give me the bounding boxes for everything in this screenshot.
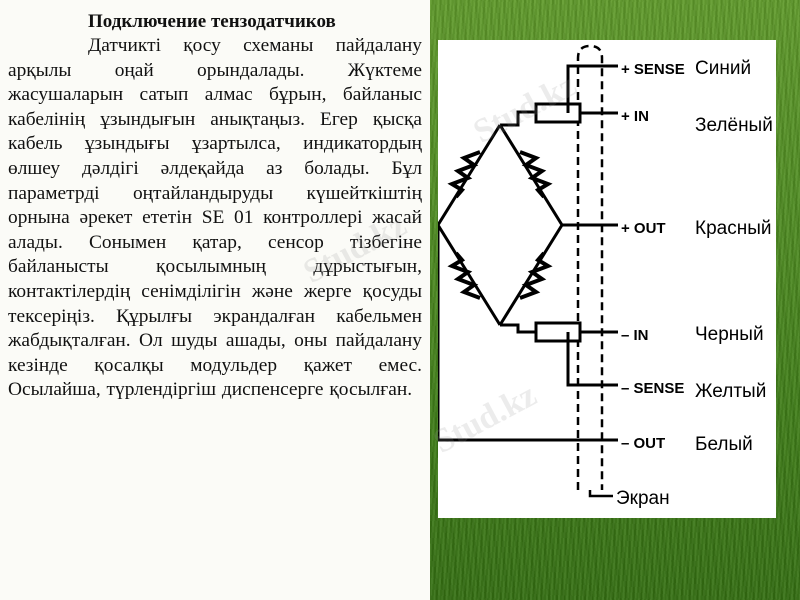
trim-resistor-bottom — [534, 321, 582, 343]
shield-wire — [588, 490, 613, 498]
wire-color-label: Зелёный — [695, 115, 773, 136]
wire-color-label: Синий — [695, 58, 751, 79]
wire-color-label: Красный — [695, 218, 771, 239]
trim-resistor-top — [534, 102, 582, 124]
wire-bottom-branch — [500, 323, 536, 334]
bridge-left-half — [438, 124, 502, 326]
terminal-code: + SENSE — [621, 61, 685, 78]
terminal-code: – IN — [621, 327, 649, 344]
resistor-bottom-left — [447, 251, 481, 300]
shield-label: Экран — [616, 488, 670, 509]
resistor-top-left — [447, 150, 481, 199]
terminal-code: – OUT — [621, 435, 665, 452]
terminal-code: + IN — [621, 108, 649, 125]
wire-top-branch — [500, 110, 536, 127]
wire-color-label: Черный — [695, 324, 764, 345]
resistor-top-right — [519, 150, 553, 199]
resistor-bottom-right — [519, 251, 553, 300]
wire-color-label: Желтый — [695, 381, 766, 402]
wire-color-label: Белый — [695, 434, 753, 455]
body-paragraph: Датчикті қосу схеманы пайдалану арқылы о… — [8, 35, 422, 401]
terminal-code: – SENSE — [621, 380, 684, 397]
wire-plus-sense — [566, 64, 618, 113]
shield-tube — [576, 44, 604, 490]
wire-minus-out — [438, 225, 618, 442]
text-panel: Подключение тензодатчиков Датчикті қосу … — [8, 11, 422, 401]
wiring-diagram: + SENSE + IN + OUT – IN – SENSE – OUT Си… — [438, 40, 776, 518]
bridge-circuit-svg: + SENSE + IN + OUT – IN – SENSE – OUT Си… — [438, 44, 773, 509]
section-heading: Подключение тензодатчиков — [88, 11, 336, 32]
terminal-code: + OUT — [621, 220, 666, 237]
wire-minus-sense — [566, 332, 618, 387]
